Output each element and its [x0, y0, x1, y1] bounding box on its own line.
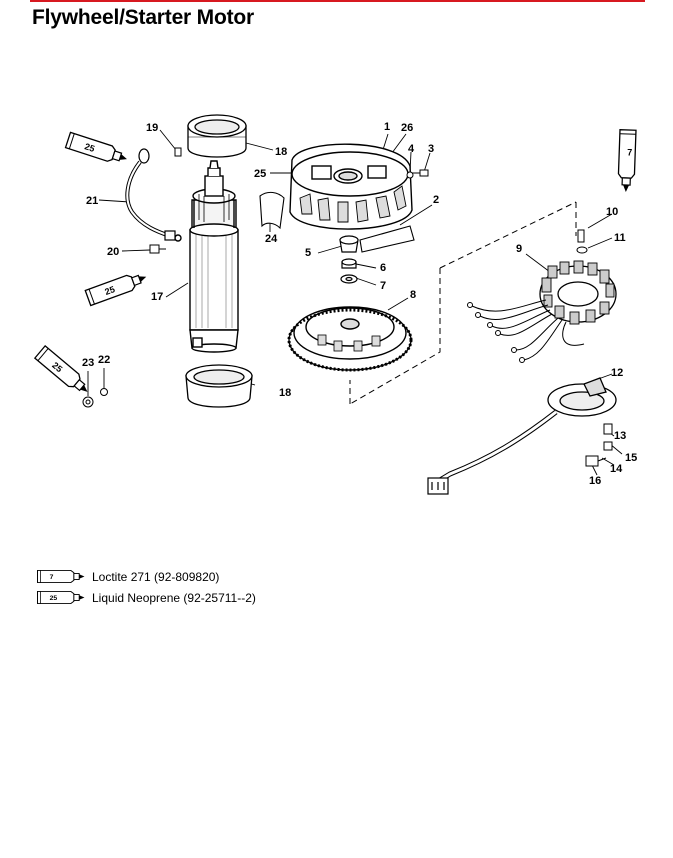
washer-22: [100, 388, 108, 396]
callout-14: 14: [610, 463, 623, 475]
callout-9: 9: [516, 243, 522, 255]
nut-6: [341, 258, 357, 269]
callout-26: 26: [401, 122, 413, 134]
screw-15: [603, 441, 613, 451]
screw-3: [412, 169, 429, 177]
callout-2: 2: [433, 194, 439, 206]
callout-18-top: 18: [275, 146, 287, 158]
plate-24: [259, 191, 285, 230]
stator-wire-ends: [467, 302, 525, 363]
callout-3: 3: [428, 143, 434, 155]
callout-6: 6: [380, 262, 386, 274]
legend-item: 7 Loctite 271 (92-809820): [36, 566, 256, 587]
callout-13: 13: [614, 430, 626, 442]
callout-19: 19: [146, 122, 158, 134]
sealant-tube-1: 25: [64, 131, 131, 168]
starter-cable: [125, 148, 176, 241]
legend-item: 25 Liquid Neoprene (92-25711--2): [36, 587, 256, 608]
sealant-tube-3: 25: [34, 345, 94, 399]
svg-text:25: 25: [50, 360, 64, 374]
sealant-legend: 7 Loctite 271 (92-809820) 25 Liquid Neop…: [36, 566, 256, 608]
washer-4: [406, 171, 414, 179]
sealant-tube-icon: 25: [37, 590, 85, 605]
legend-label: Loctite 271 (92-809820): [92, 569, 220, 584]
callout-24: 24: [265, 233, 278, 245]
clamp-16: [585, 455, 607, 467]
callout-8: 8: [410, 289, 416, 301]
svg-text:7: 7: [627, 147, 632, 157]
callout-11: 11: [614, 232, 626, 244]
header-rule: [30, 0, 645, 2]
washer-7: [340, 274, 358, 284]
screw-23: [82, 396, 94, 408]
callout-20: 20: [107, 246, 119, 258]
hub-5: [339, 235, 359, 253]
callout-17: 17: [151, 291, 163, 303]
callout-22: 22: [98, 354, 110, 366]
callout-labels: 1 26 4 3 25 2 24 5 6 7 8 9 10 11 12 13 1…: [82, 121, 637, 487]
trigger-harness: [438, 410, 558, 483]
callout-16: 16: [589, 475, 601, 487]
svg-text:7: 7: [50, 574, 54, 581]
starter-collar-top: [187, 114, 247, 158]
screw-20: [149, 244, 166, 254]
flywheel: [287, 306, 413, 372]
callout-18-bottom: 18: [279, 387, 291, 399]
dashed-guide: [349, 201, 577, 405]
callout-10: 10: [606, 206, 618, 218]
callout-15: 15: [625, 452, 637, 464]
starter-motor: [174, 160, 239, 353]
screw-13: [603, 423, 613, 435]
callout-23: 23: [82, 357, 94, 369]
svg-text:25: 25: [103, 284, 116, 297]
callout-1: 1: [384, 121, 390, 133]
starter-collar-bottom: [185, 364, 253, 408]
callout-21: 21: [86, 195, 98, 207]
harness-connector: [427, 477, 449, 495]
decal-2: [359, 225, 415, 253]
page-title: Flywheel/Starter Motor: [32, 6, 254, 29]
screw-10: [577, 229, 585, 243]
callout-12: 12: [611, 367, 623, 379]
stator-wires: [471, 299, 585, 361]
screw-19: [174, 147, 182, 157]
callout-7: 7: [380, 280, 386, 292]
sealant-tube-4: 7: [617, 129, 637, 193]
callout-5: 5: [305, 247, 311, 259]
svg-text:25: 25: [50, 595, 58, 602]
svg-text:25: 25: [83, 141, 96, 154]
washer-11: [576, 246, 588, 254]
callout-4: 4: [408, 143, 415, 155]
sealant-tube-2: 25: [84, 268, 150, 307]
callout-25: 25: [254, 168, 266, 180]
legend-label: Liquid Neoprene (92-25711--2): [92, 590, 256, 605]
trigger: [547, 377, 617, 417]
flywheel-cover: [289, 143, 413, 230]
stator: [539, 260, 617, 325]
sealant-tube-icon: 7: [37, 569, 85, 584]
